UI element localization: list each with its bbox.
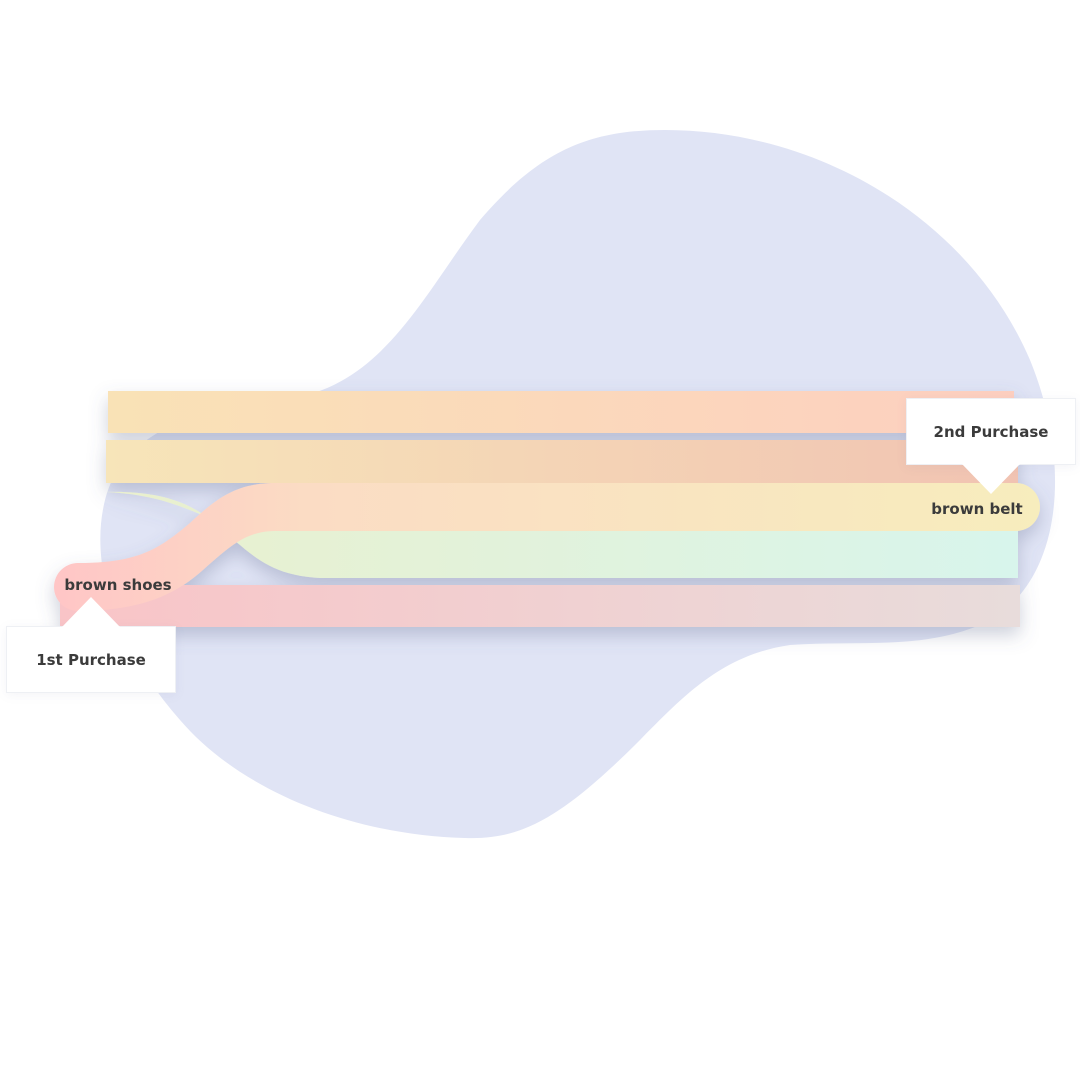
first-purchase-callout: 1st Purchase bbox=[6, 597, 176, 693]
second-purchase-callout: 2nd Purchase bbox=[906, 398, 1076, 494]
callout-pointer bbox=[961, 463, 1021, 494]
item-label-brown-belt: brown belt bbox=[931, 500, 1023, 518]
first-purchase-label: 1st Purchase bbox=[36, 650, 146, 669]
flow-band-pink bbox=[60, 585, 1020, 627]
callout-pointer bbox=[61, 597, 121, 628]
flow-band-peach bbox=[108, 391, 1014, 433]
flow-band-tan bbox=[106, 440, 1018, 483]
flow-band-mint bbox=[106, 491, 1018, 578]
second-purchase-label: 2nd Purchase bbox=[933, 422, 1049, 441]
item-label-brown-shoes: brown shoes bbox=[64, 576, 172, 594]
purchase-path-shoes-to-belt bbox=[54, 483, 1040, 611]
